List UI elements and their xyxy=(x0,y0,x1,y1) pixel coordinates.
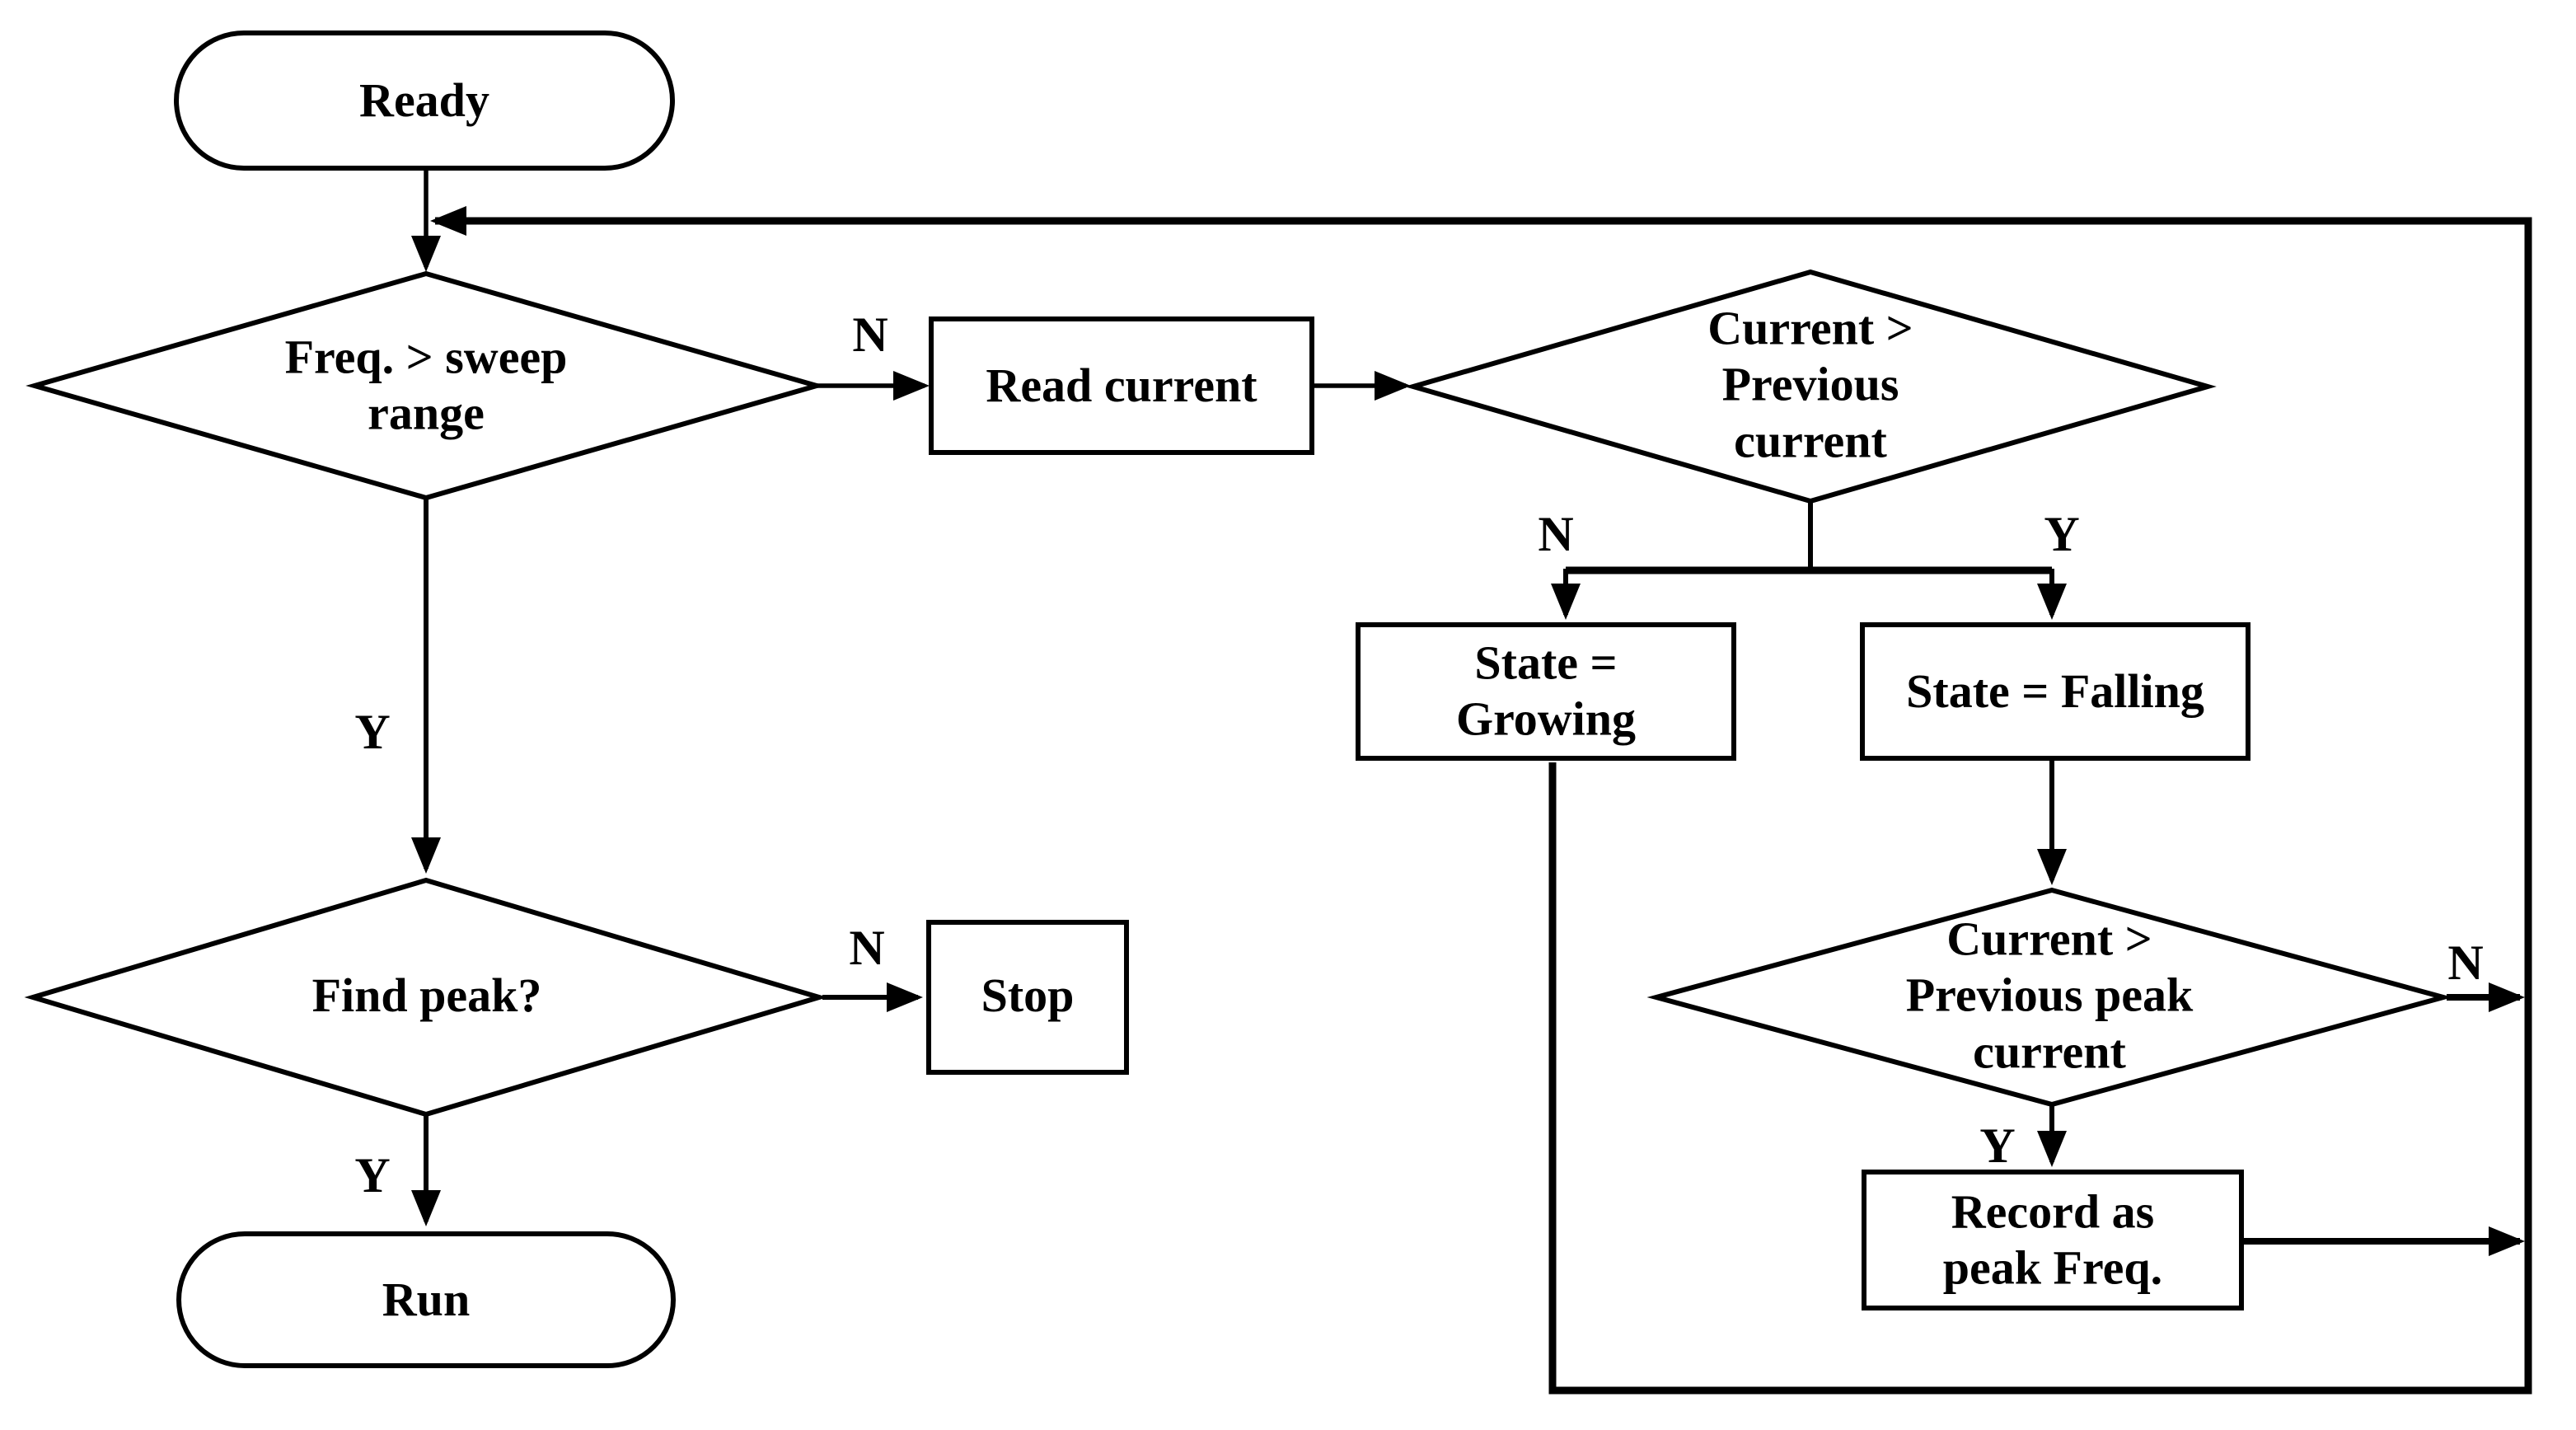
node-stop-label: Stop xyxy=(981,968,1075,1022)
node-record-label: Record as peak Freq. xyxy=(1942,1184,2163,1295)
branch-label-find-yes: Y xyxy=(354,1148,391,1203)
node-ready-label: Ready xyxy=(359,73,489,127)
node-current-label: Current > Previous current xyxy=(1707,301,1913,468)
node-falling-label: State = Falling xyxy=(1906,663,2204,718)
branch-label-current-no: N xyxy=(1538,507,1574,561)
node-run-shape xyxy=(176,1231,676,1368)
node-read-label: Read current xyxy=(986,358,1258,412)
node-current-shape xyxy=(1404,269,2217,504)
node-peak-shape xyxy=(1646,887,2453,1108)
branch-label-freq-no: N xyxy=(852,307,888,362)
node-run-label: Run xyxy=(382,1272,471,1326)
node-findpeak-shape xyxy=(24,877,828,1118)
branch-label-peak-no: N xyxy=(2447,935,2484,990)
node-peak-label: Current > Previous peak current xyxy=(1905,912,2194,1079)
branch-label-current-yes: Y xyxy=(2044,507,2080,561)
branch-label-freq-yes: Y xyxy=(354,705,391,759)
node-record-shape xyxy=(1862,1170,2244,1310)
node-freq-label: Freq. > sweep range xyxy=(284,330,568,440)
node-falling-shape xyxy=(1860,622,2250,761)
branch-label-peak-yes: Y xyxy=(1979,1118,2016,1173)
node-ready-shape xyxy=(174,30,675,171)
node-growing-label: State = Growing xyxy=(1455,635,1637,746)
node-freq-shape xyxy=(26,270,826,501)
node-findpeak-label: Find peak? xyxy=(311,968,542,1022)
edge-feedback-loop xyxy=(430,206,2532,1395)
node-growing-shape xyxy=(1356,622,1736,761)
node-read-shape xyxy=(929,316,1314,455)
node-stop-shape xyxy=(926,920,1129,1075)
branch-label-find-no: N xyxy=(849,921,885,975)
